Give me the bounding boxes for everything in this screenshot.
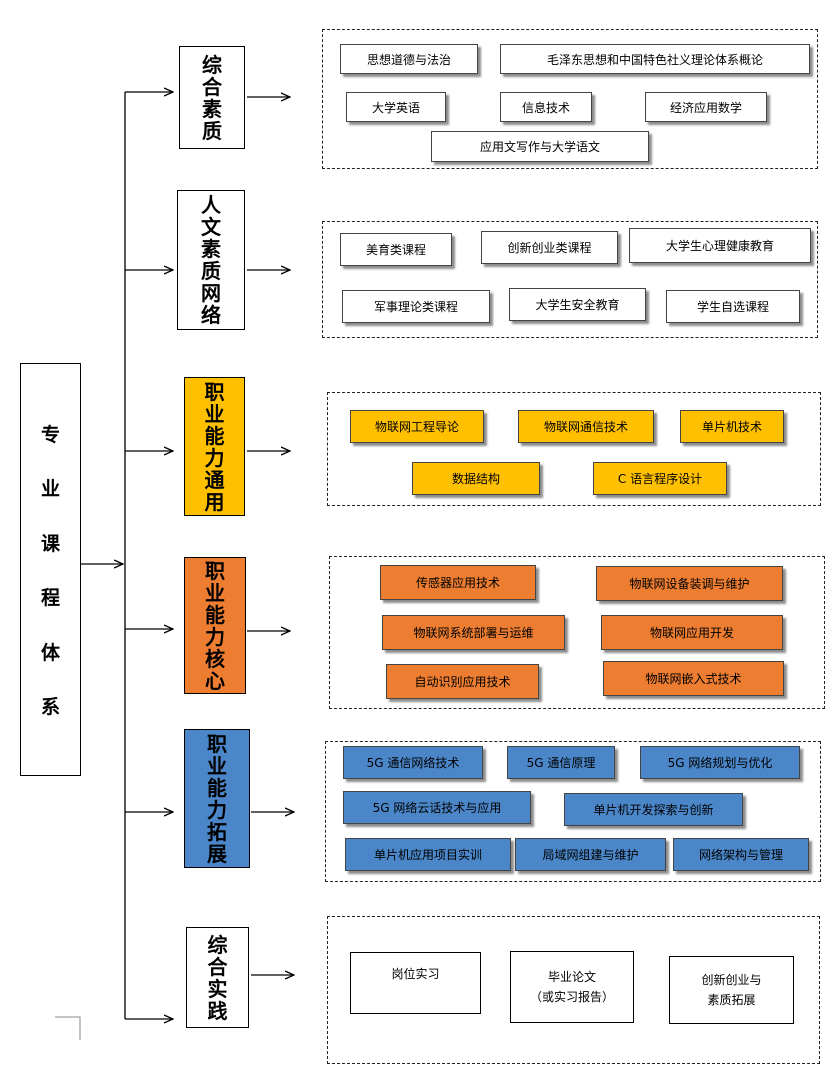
category-char: 综 xyxy=(207,932,228,957)
course-group-vocational-core xyxy=(329,556,825,709)
category-char: 能 xyxy=(207,775,227,800)
category-char: 实 xyxy=(207,976,228,1001)
category-char: 能 xyxy=(204,423,225,448)
category-char: 力 xyxy=(204,445,225,470)
course-group-comprehensive-practice xyxy=(327,916,820,1064)
course-box: 5G 网络云话技术与应用 xyxy=(343,791,531,824)
category-node-humanities-network: 人 文 素 质 网 络 xyxy=(177,190,245,330)
category-char: 践 xyxy=(207,998,228,1023)
category-char: 网 xyxy=(201,281,221,305)
category-char: 合 xyxy=(207,954,228,979)
category-char: 业 xyxy=(204,401,225,426)
category-char: 拓 xyxy=(207,819,227,844)
root-char: 专 xyxy=(40,423,60,446)
course-group-humanities-network xyxy=(322,221,818,338)
category-char: 核 xyxy=(205,646,225,671)
course-box: 网络架构与管理 xyxy=(673,838,809,871)
course-box: C 语言程序设计 xyxy=(593,462,727,495)
category-char: 素 xyxy=(202,96,222,121)
category-char: 能 xyxy=(205,602,225,627)
course-box: 毛泽东思想和中国特色社义理论体系概论 xyxy=(500,44,810,74)
category-char: 用 xyxy=(204,489,225,514)
category-node-general-quality: 综 合 素 质 xyxy=(179,46,245,149)
category-char: 质 xyxy=(202,118,222,143)
category-node-vocational-extension: 职 业 能 力 拓 展 xyxy=(184,729,250,868)
course-box: 5G 通信原理 xyxy=(507,746,615,779)
root-char: 课 xyxy=(40,532,60,555)
course-box: 创新创业与 素质拓展 xyxy=(669,956,794,1024)
course-box: 物联网设备装调与维护 xyxy=(596,566,783,601)
course-group-vocational-general xyxy=(327,392,821,506)
course-box: 学生自选课程 xyxy=(666,290,800,323)
course-box: 大学英语 xyxy=(346,92,446,122)
course-box: 应用文写作与大学语文 xyxy=(431,131,649,162)
category-char: 展 xyxy=(207,841,227,866)
course-box: 毕业论文 （或实习报告） xyxy=(510,951,634,1023)
root-char: 业 xyxy=(40,478,60,501)
course-box: 物联网嵌入式技术 xyxy=(603,661,784,696)
category-char: 综 xyxy=(202,52,222,77)
category-char: 质 xyxy=(201,259,221,283)
course-box: 岗位实习 xyxy=(350,952,481,1014)
category-node-vocational-core: 职 业 能 力 核 心 xyxy=(184,557,246,694)
course-box: 美育类课程 xyxy=(340,233,452,266)
course-box: 大学生安全教育 xyxy=(509,288,646,321)
category-char: 文 xyxy=(201,215,221,239)
course-box: 军事理论类课程 xyxy=(342,290,490,323)
category-char: 力 xyxy=(207,797,227,822)
category-char: 心 xyxy=(205,668,225,693)
course-box: 创新创业类课程 xyxy=(481,231,618,264)
course-box: 局域网组建与维护 xyxy=(515,838,666,871)
course-box: 单片机应用项目实训 xyxy=(345,838,511,871)
course-box: 信息技术 xyxy=(500,92,592,122)
category-char: 络 xyxy=(201,303,221,327)
root-char: 体 xyxy=(40,641,60,664)
course-box: 物联网系统部署与运维 xyxy=(382,615,565,650)
category-char: 力 xyxy=(205,624,225,649)
category-char: 素 xyxy=(201,237,221,261)
course-box: 经济应用数学 xyxy=(645,92,767,122)
course-box: 传感器应用技术 xyxy=(380,565,536,600)
course-box: 数据结构 xyxy=(412,462,540,495)
course-box: 物联网通信技术 xyxy=(518,410,654,443)
category-node-comprehensive-practice: 综 合 实 践 xyxy=(186,927,249,1028)
category-char: 合 xyxy=(202,74,222,99)
course-box: 单片机技术 xyxy=(680,410,784,443)
course-box: 物联网应用开发 xyxy=(601,615,783,650)
category-char: 职 xyxy=(205,558,225,583)
category-char: 职 xyxy=(207,731,227,756)
root-char: 系 xyxy=(40,696,60,719)
course-box: 单片机开发探索与创新 xyxy=(564,793,743,826)
category-char: 业 xyxy=(207,753,227,778)
course-box: 思想道德与法治 xyxy=(340,44,478,74)
category-char: 业 xyxy=(205,580,225,605)
category-char: 职 xyxy=(204,379,225,404)
category-char: 通 xyxy=(204,467,225,492)
root-node: 专 业 课 程 体 系 xyxy=(20,363,81,776)
course-box: 自动识别应用技术 xyxy=(386,664,539,699)
course-group-general-quality xyxy=(322,29,818,169)
course-box: 5G 网络规划与优化 xyxy=(640,746,800,779)
course-box: 大学生心理健康教育 xyxy=(629,228,811,263)
category-char: 人 xyxy=(201,193,221,217)
corner-mark xyxy=(55,1016,81,1040)
course-box: 5G 通信网络技术 xyxy=(343,746,483,779)
course-box: 物联网工程导论 xyxy=(350,410,484,443)
root-char: 程 xyxy=(40,587,60,610)
course-group-vocational-extension xyxy=(325,741,821,882)
category-node-vocational-general: 职 业 能 力 通 用 xyxy=(184,377,245,516)
